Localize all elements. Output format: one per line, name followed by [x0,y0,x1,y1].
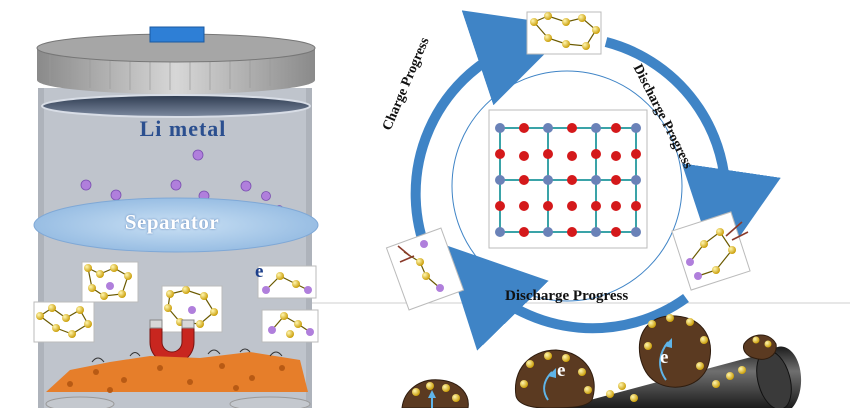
magnet-icon [149,319,195,365]
top-cap [36,26,316,94]
carbon-particle-2 [514,349,595,409]
cycle-arrow-discharge-right [604,37,781,270]
electron-label-right: e [660,347,669,368]
li-polysulfide-left [385,227,465,311]
charge-discharge-cycle [385,10,781,351]
li-metal-disk [41,94,311,118]
polysulfide-molecules [33,261,319,343]
electron-label-left: e [255,261,264,282]
cycle-arrow-discharge-bottom [443,244,689,351]
electron-label-mid: e [557,360,566,381]
li-metal-label: Li metal [139,116,227,141]
carbon-particle-1 [401,379,469,409]
sulfur-beads [412,314,772,402]
s8-molecule-top [526,11,602,55]
battery-cell [33,26,319,412]
discharge-progress-bottom-label: Discharge Progress [505,288,629,304]
carbon-particle-4 [743,334,777,360]
carbon-particle-3 [638,315,711,388]
li-polysulfide-right [671,211,751,291]
cycle-arrow-charge [410,10,573,263]
separator-membrane [33,197,319,253]
separator-label: Separator [124,210,220,234]
catalyst-lattice [488,109,648,249]
cap-terminal [149,26,205,43]
carbon-composite [401,314,802,410]
